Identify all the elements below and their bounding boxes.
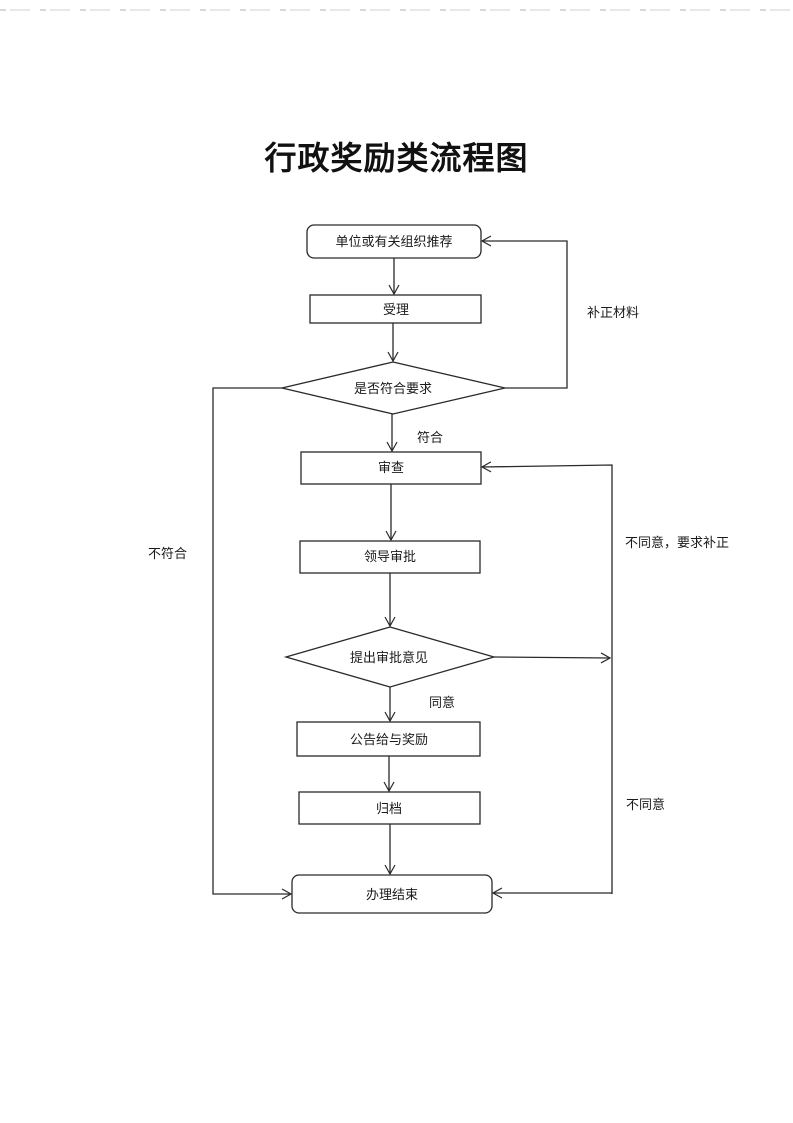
- node-announce-reward-label: 公告给与奖励: [350, 733, 428, 748]
- edge-check-end: [212, 387, 293, 900]
- node-recommend-label: 单位或有关组织推荐: [335, 235, 452, 250]
- edge-to-review: [480, 461, 613, 894]
- edge-label-not-conform: 不符合: [148, 547, 188, 562]
- node-archive: [298, 791, 481, 825]
- edge-label-agree: 同意: [429, 696, 456, 711]
- node-leader-approval: [299, 540, 481, 574]
- node-announce-reward: [296, 721, 481, 757]
- page-title: 行政奖励类流程图: [264, 139, 529, 177]
- node-leader-approval-label: 领导审批: [364, 550, 416, 565]
- edge-label-disagree: 不同意: [626, 798, 666, 813]
- edge-check-recommend: [480, 235, 568, 389]
- node-check-requirements-label: 是否符合要求: [354, 381, 432, 397]
- edge-opinion-right: [493, 652, 612, 664]
- node-archive-label: 归档: [376, 802, 402, 817]
- node-end-label: 办理结束: [366, 888, 418, 903]
- node-check-requirements: [281, 361, 506, 415]
- scan-artifact-line: [0, 9, 793, 11]
- node-review-label: 审查: [378, 461, 404, 476]
- edge-label-disagree-fix: 不同意，要求补正: [625, 536, 730, 551]
- edge-label-conform: 符合: [417, 431, 444, 446]
- edge-label-supplement: 补正材料: [587, 306, 640, 321]
- node-accept-label: 受理: [383, 303, 409, 318]
- node-approval-opinion-label: 提出审批意见: [350, 650, 428, 666]
